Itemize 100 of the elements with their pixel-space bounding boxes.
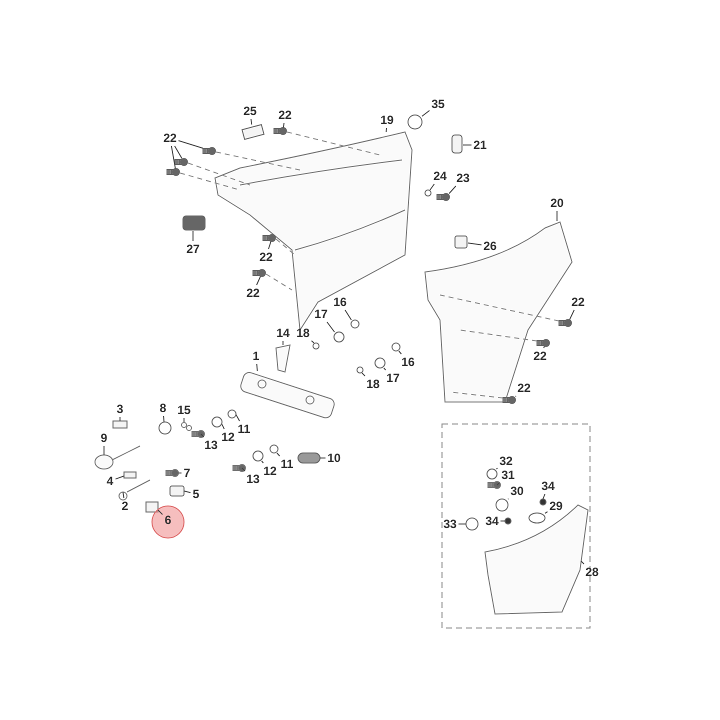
callout-number: 13 [203, 438, 219, 452]
callout-number: 12 [220, 430, 236, 444]
cowl-panel [214, 132, 412, 330]
callout-number: 34 [540, 479, 556, 493]
leader-line [500, 520, 506, 522]
washer [312, 342, 320, 350]
callout-number: 22 [516, 381, 532, 395]
mounting-line [286, 132, 380, 156]
callout-number: 18 [295, 326, 311, 340]
leader-line [122, 492, 124, 498]
callout-number: 34 [484, 514, 500, 528]
leader-line [276, 452, 280, 456]
washer [536, 339, 550, 347]
leader-line [462, 144, 472, 146]
callout-number: 29 [548, 499, 564, 513]
washer [252, 269, 266, 277]
leader-line [236, 414, 240, 422]
seal-ring [298, 452, 320, 464]
callout-number: 3 [116, 402, 124, 416]
callout-number: 22 [162, 131, 178, 145]
decal-plate [124, 472, 136, 478]
washer [262, 234, 276, 242]
leader-line [178, 140, 204, 149]
cowl-panel [424, 222, 572, 402]
callout-number: 22 [570, 295, 586, 309]
callout-number: 22 [532, 349, 548, 363]
leader-line [362, 372, 366, 376]
leader-line [383, 368, 386, 370]
leader-line [542, 494, 546, 500]
leader-line [496, 482, 500, 486]
washer [436, 193, 450, 201]
washer [558, 319, 572, 327]
callout-number: 23 [455, 171, 471, 185]
washer [202, 147, 216, 155]
washer [334, 332, 344, 342]
leader-line [282, 340, 284, 346]
callout-number: 13 [245, 472, 261, 486]
washer [350, 320, 360, 328]
callout-number: 22 [245, 286, 261, 300]
leader-line [115, 476, 124, 480]
mounting-line [266, 274, 292, 290]
bolt [166, 469, 179, 477]
callout-number: 26 [482, 239, 498, 253]
washer [466, 518, 478, 530]
washer [270, 444, 278, 454]
callout-number: 19 [379, 113, 395, 127]
callout-number: 25 [242, 104, 258, 118]
washer [392, 342, 400, 352]
leader-line [569, 310, 575, 320]
leader-line [174, 146, 182, 159]
mounting-line [188, 162, 250, 186]
callout-number: 27 [185, 242, 201, 256]
cable-plug [118, 480, 150, 500]
leader-line [268, 241, 272, 250]
leader-line [556, 210, 558, 222]
washer [504, 518, 512, 524]
callout-number: 20 [549, 196, 565, 210]
clip [146, 502, 158, 512]
washer [174, 158, 188, 166]
leader-line [398, 350, 402, 354]
callout-number: 22 [277, 108, 293, 122]
bolt [488, 481, 501, 489]
mounting-line [460, 330, 538, 342]
washer [540, 498, 546, 506]
leader-line [430, 184, 435, 190]
leader-line [256, 364, 258, 372]
leader-line [178, 472, 182, 474]
callout-number: 17 [313, 307, 329, 321]
callout-number: 12 [262, 464, 278, 478]
leader-line [256, 276, 261, 286]
callout-number: 10 [326, 451, 342, 465]
switch [170, 486, 184, 496]
leader-line [170, 146, 176, 169]
leader-line [468, 242, 482, 246]
leader-line [184, 490, 191, 494]
washer [274, 127, 287, 135]
leader-line [282, 122, 284, 128]
leader-line [326, 322, 335, 332]
leader-line [448, 186, 456, 194]
callout-number: 30 [509, 484, 525, 498]
washer [228, 410, 236, 418]
callout-number: 32 [498, 454, 514, 468]
leader-line [158, 510, 163, 515]
cap-plug [408, 114, 422, 130]
washer [212, 416, 222, 428]
leader-line [311, 340, 314, 344]
callout-number: 2 [120, 499, 130, 513]
callout-number: 22 [258, 250, 274, 264]
washer [424, 190, 432, 196]
callout-number: 17 [385, 371, 401, 385]
mounting-line [276, 238, 296, 256]
callout-number: 15 [176, 403, 192, 417]
washer [356, 366, 364, 374]
leader-line [222, 424, 225, 430]
mounting-line [216, 152, 300, 170]
mounting-line [440, 294, 560, 322]
callout-number: 6 [164, 513, 172, 527]
leader-line [422, 110, 430, 117]
washer [502, 396, 516, 404]
callout-number: 18 [365, 377, 381, 391]
